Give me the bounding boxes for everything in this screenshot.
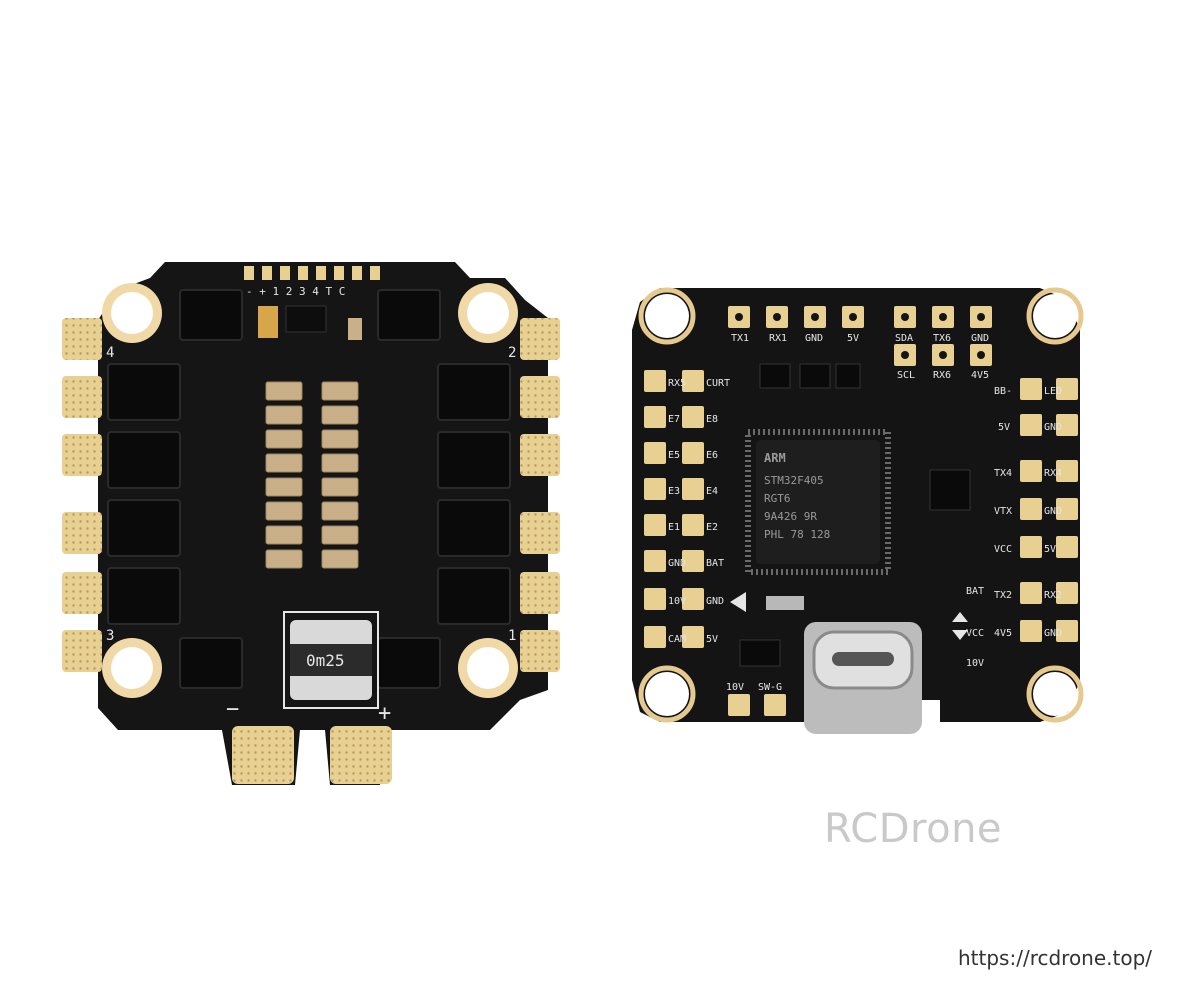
svg-text:1: 1 <box>508 628 516 644</box>
svg-text:+: + <box>378 701 391 726</box>
svg-text:4V5: 4V5 <box>971 370 989 381</box>
svg-text:PHL 78 128: PHL 78 128 <box>764 528 830 541</box>
svg-text:VCC: VCC <box>994 544 1012 555</box>
svg-text:RX5: RX5 <box>668 378 686 389</box>
svg-text:RX2: RX2 <box>1044 590 1062 601</box>
svg-text:BAT: BAT <box>706 558 724 569</box>
svg-text:SCL: SCL <box>897 370 915 381</box>
svg-text:E1: E1 <box>668 522 680 533</box>
svg-text:GND: GND <box>805 333 823 344</box>
watermark: RCDrone <box>824 806 1003 852</box>
svg-text:10V: 10V <box>966 658 984 669</box>
svg-text:3: 3 <box>106 628 114 644</box>
svg-text:STM32F405: STM32F405 <box>764 474 824 487</box>
svg-text:LED: LED <box>1044 386 1062 397</box>
svg-text:5V: 5V <box>998 422 1010 433</box>
mcu-chip: ARM STM32F405 RGT6 9A426 9R PHL 78 128 <box>745 429 891 575</box>
svg-text:4V5: 4V5 <box>994 628 1012 639</box>
svg-text:ARM: ARM <box>764 451 786 465</box>
svg-text:SDA: SDA <box>895 333 913 344</box>
svg-text:GND: GND <box>971 333 989 344</box>
svg-text:BAT: BAT <box>966 586 984 597</box>
svg-text:RGT6: RGT6 <box>764 492 791 505</box>
svg-text:TX2: TX2 <box>994 590 1012 601</box>
svg-text:5V: 5V <box>706 634 718 645</box>
svg-text:4: 4 <box>106 345 114 361</box>
svg-text:BB-: BB- <box>994 386 1012 397</box>
site-url: https://rcdrone.top/ <box>958 946 1153 970</box>
svg-text:2: 2 <box>508 345 516 361</box>
shunt-marking: 0m25 <box>306 651 345 670</box>
svg-text:CURT: CURT <box>706 378 730 389</box>
esc-board: - + 1 2 3 4 T C 4 2 3 1 − + <box>62 262 560 785</box>
svg-text:VCC: VCC <box>966 628 984 639</box>
svg-text:E2: E2 <box>706 522 718 533</box>
svg-text:TX4: TX4 <box>994 468 1012 479</box>
svg-text:9A426 9R: 9A426 9R <box>764 510 817 523</box>
svg-text:TX1: TX1 <box>731 333 749 344</box>
svg-text:5V: 5V <box>847 333 859 344</box>
svg-text:RX1: RX1 <box>769 333 787 344</box>
svg-text:E6: E6 <box>706 450 718 461</box>
svg-text:GND: GND <box>706 596 724 607</box>
svg-text:E5: E5 <box>668 450 680 461</box>
svg-text:GND: GND <box>668 558 686 569</box>
svg-text:5V: 5V <box>1044 544 1056 555</box>
svg-text:−: − <box>226 697 239 722</box>
svg-text:RX6: RX6 <box>933 370 951 381</box>
svg-text:E8: E8 <box>706 414 718 425</box>
svg-text:TX6: TX6 <box>933 333 951 344</box>
svg-text:GND: GND <box>1044 422 1062 433</box>
svg-text:GND: GND <box>1044 628 1062 639</box>
svg-text:E3: E3 <box>668 486 680 497</box>
svg-text:VTX: VTX <box>994 506 1012 517</box>
svg-text:10V: 10V <box>726 682 744 693</box>
svg-text:E7: E7 <box>668 414 680 425</box>
svg-text:CAM: CAM <box>668 634 686 645</box>
svg-text:RX4: RX4 <box>1044 468 1062 479</box>
svg-text:10V: 10V <box>668 596 686 607</box>
svg-text:E4: E4 <box>706 486 718 497</box>
svg-text:- + 1 2 3 4 T C: - + 1 2 3 4 T C <box>246 285 345 298</box>
svg-text:GND: GND <box>1044 506 1062 517</box>
svg-text:SW-G: SW-G <box>758 682 782 693</box>
